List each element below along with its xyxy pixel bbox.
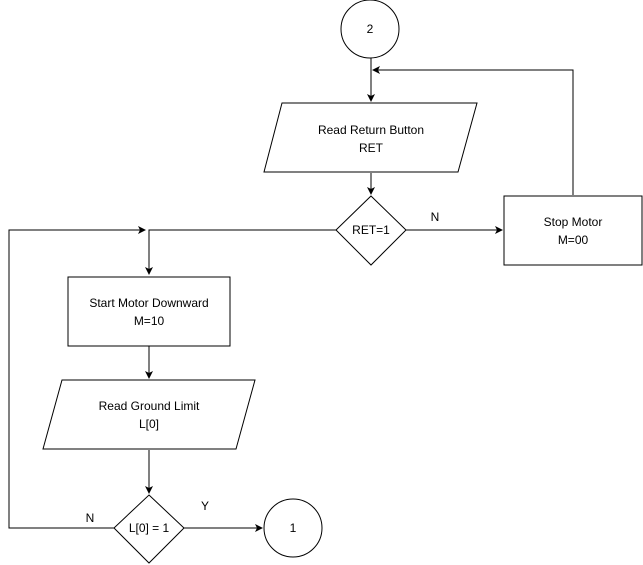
read-ground-limit-line1: Read Ground Limit	[99, 399, 200, 413]
ret-no-label: N	[431, 210, 440, 224]
start-motor-line2: M=10	[134, 314, 165, 328]
read-return-button-line1: Read Return Button	[318, 123, 424, 137]
edge-decision-yes-to-start-motor	[145, 229, 336, 275]
read-return-button-line2: RET	[359, 141, 384, 155]
stop-motor-line1: Stop Motor	[544, 215, 603, 229]
connector-1	[263, 498, 323, 558]
edge-stop-motor-loop-back	[372, 66, 574, 195]
stop-motor-process	[503, 195, 643, 266]
read-ground-limit-input	[42, 379, 256, 450]
ret-decision-label: RET=1	[352, 223, 390, 237]
read-return-button-input	[263, 102, 478, 173]
start-motor-line1: Start Motor Downward	[89, 296, 208, 310]
start-motor-process	[67, 276, 231, 347]
limit-decision	[113, 494, 185, 564]
connector-1-label: 1	[290, 521, 297, 535]
connector-2	[340, 0, 400, 59]
limit-decision-label: L[0] = 1	[129, 521, 170, 535]
read-ground-limit-line2: L[0]	[139, 417, 159, 431]
limit-no-label: N	[86, 511, 95, 525]
connector-2-label: 2	[367, 22, 374, 36]
limit-yes-label: Y	[201, 499, 209, 513]
ret-decision	[335, 195, 407, 266]
edge-limit-no-loop-back	[8, 226, 146, 529]
stop-motor-line2: M=00	[558, 233, 589, 247]
